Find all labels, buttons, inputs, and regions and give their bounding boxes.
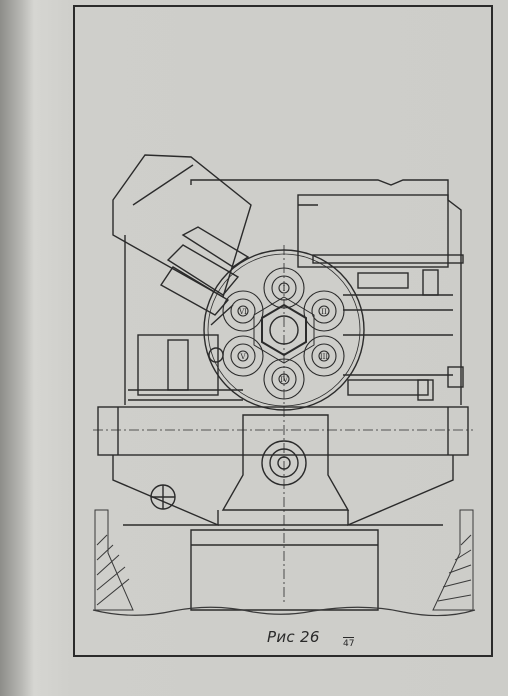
motor-housing <box>112 154 252 299</box>
page-number: 47 <box>343 637 355 649</box>
spindle-mark-3: III <box>320 353 329 361</box>
spindle-mark-1: I <box>283 285 286 293</box>
right-slide <box>347 269 464 401</box>
spindle-mark-4: IV <box>280 376 289 384</box>
spindle-turret <box>93 245 473 605</box>
left-slide <box>128 334 243 401</box>
figure-caption: Рис 26 <box>267 628 320 646</box>
machine-base <box>97 406 469 611</box>
gear-cylinders <box>159 226 250 326</box>
machine-drawing: I II III IV V VI <box>92 154 476 617</box>
hatched-feet <box>92 509 476 617</box>
spindle-mark-5: V <box>239 353 246 361</box>
spindle-markings: I II III IV V VI <box>238 285 328 384</box>
spindle-mark-6: VI <box>238 308 247 316</box>
spindle-mark-2: II <box>321 308 327 316</box>
page-frame <box>73 5 493 657</box>
